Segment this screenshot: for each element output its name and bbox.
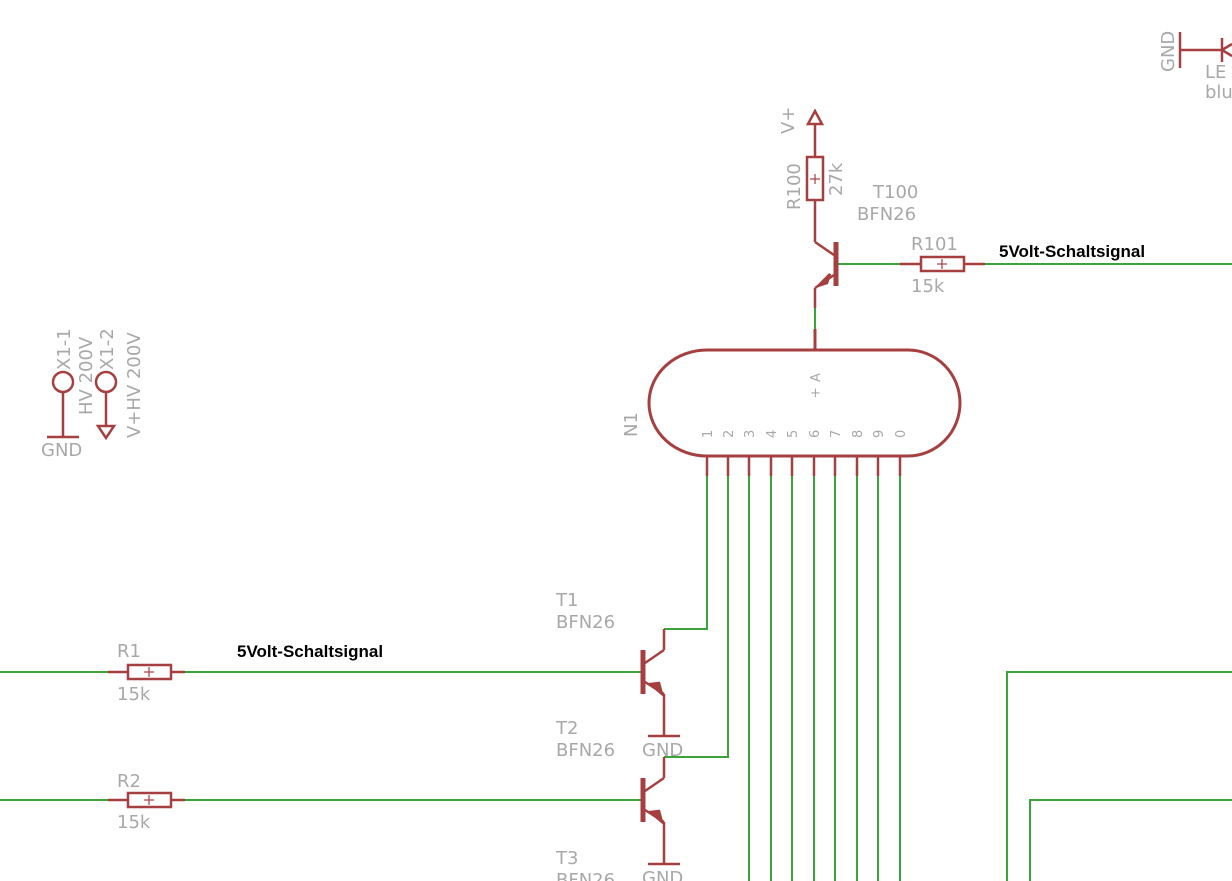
- transistor-t1: [640, 629, 680, 738]
- led-fragment: [1178, 32, 1232, 68]
- signal-label-top: 5Volt-Schaltsignal: [999, 242, 1145, 261]
- vplus-label: V+: [778, 107, 799, 134]
- n1-pin-label: 4: [765, 430, 780, 438]
- led-gnd-label: GND: [1158, 31, 1179, 72]
- x1-2-value: V+HV 200V: [124, 332, 145, 438]
- n1-pin-label: 8: [851, 430, 866, 438]
- t100-value: BFN26: [857, 204, 916, 225]
- t2-gnd-label: GND: [642, 868, 683, 881]
- n1-anode-label: A: [809, 373, 824, 382]
- r100-value: 27k: [826, 162, 847, 196]
- connector-x1-2: [94, 370, 118, 441]
- signal-label-r1: 5Volt-Schaltsignal: [237, 642, 383, 661]
- r2-name: R2: [117, 771, 141, 792]
- wires: [0, 263, 1232, 881]
- x1-2-name: X1-2: [97, 328, 118, 370]
- resistor-r100: [805, 155, 825, 242]
- n1-pin-label: 6: [808, 430, 823, 438]
- x1-gnd-label: GND: [41, 440, 82, 461]
- n1-pin-label: 3: [743, 430, 758, 438]
- t2-value: BFN26: [556, 740, 615, 761]
- n1-pin-label: 1: [701, 430, 716, 438]
- r101-value: 15k: [911, 276, 945, 297]
- vplus-supply-symbol: [805, 108, 825, 157]
- t1-gnd-label: GND: [642, 740, 683, 761]
- r1-value: 15k: [117, 684, 151, 705]
- t1-value: BFN26: [556, 612, 615, 633]
- n1-pin-label: 2: [722, 430, 737, 438]
- t2-name: T2: [555, 718, 578, 739]
- n1-pin-label: 9: [872, 430, 887, 438]
- n1-anode-plus: +: [810, 386, 821, 401]
- n1-pin-label: 0: [894, 430, 909, 438]
- t3-name: T3: [555, 848, 578, 869]
- transistor-t100: [813, 240, 839, 308]
- r2-value: 15k: [117, 812, 151, 833]
- connector-x1-1: [47, 370, 79, 439]
- x1-1-name: X1-1: [54, 328, 75, 370]
- nixie-tube-n1: [647, 329, 962, 458]
- resistor-r1: [108, 663, 185, 681]
- n1-name: N1: [621, 412, 642, 437]
- r1-name: R1: [117, 641, 141, 662]
- x1-1-value: HV 200V: [76, 336, 97, 415]
- n1-pin-label: 5: [786, 430, 801, 438]
- resistor-r2: [108, 791, 185, 809]
- r100-name: R100: [784, 163, 805, 210]
- transistor-t2: [640, 757, 680, 866]
- r101-name: R101: [911, 234, 958, 255]
- led-value-label: blu: [1205, 82, 1232, 103]
- t100-name: T100: [872, 182, 918, 203]
- t3-value: BFN26: [556, 870, 615, 881]
- nixie-pin-stubs: [705, 456, 902, 476]
- t1-name: T1: [555, 590, 578, 611]
- n1-pin-label: 7: [829, 430, 844, 438]
- resistor-r101: [900, 255, 985, 273]
- led-name-label: LE: [1205, 62, 1226, 83]
